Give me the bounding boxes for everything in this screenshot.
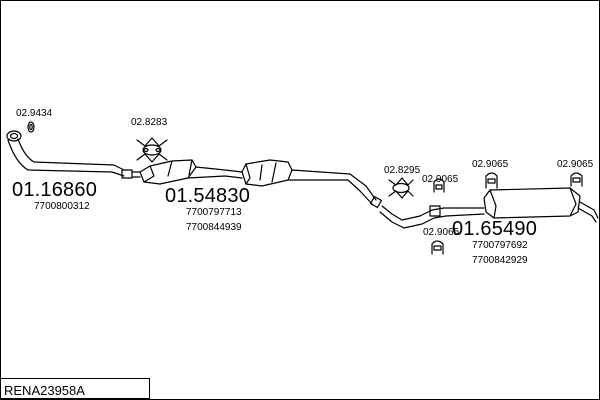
kit-code-box: RENA23958A bbox=[0, 378, 150, 399]
kit-code: RENA23958A bbox=[4, 383, 85, 398]
part-number: 01.54830 bbox=[165, 185, 251, 207]
rubber-hanger-icon[interactable] bbox=[485, 172, 498, 189]
fitting-label: 02.9065 bbox=[472, 159, 509, 170]
rear-silencer[interactable] bbox=[379, 187, 599, 229]
rubber-hanger-icon[interactable] bbox=[570, 172, 583, 187]
catalytic-converter[interactable] bbox=[139, 159, 243, 185]
clamp-icon[interactable] bbox=[27, 121, 35, 133]
oem-reference: 7700797713 bbox=[186, 207, 242, 218]
fitting-label: 02.9065 bbox=[422, 174, 459, 185]
fitting-label: 02.8295 bbox=[384, 165, 421, 176]
middle-silencer[interactable] bbox=[241, 159, 383, 209]
rubber-hanger-icon[interactable] bbox=[431, 240, 444, 255]
fitting-label: 02.9065 bbox=[557, 159, 594, 170]
oem-reference: 7700842929 bbox=[472, 255, 528, 266]
rubber-hanger-icon[interactable] bbox=[433, 178, 445, 193]
gasket-icon[interactable] bbox=[388, 177, 414, 199]
fitting-label: 02.9434 bbox=[16, 108, 53, 119]
oem-reference: 7700797692 bbox=[472, 240, 528, 251]
part-number: 01.16860 bbox=[12, 179, 98, 201]
part-number: 01.65490 bbox=[452, 218, 538, 240]
front-pipe[interactable] bbox=[6, 130, 141, 179]
oem-reference: 7700800312 bbox=[34, 201, 90, 212]
gasket-icon[interactable] bbox=[136, 137, 168, 163]
fitting-label: 02.8283 bbox=[131, 117, 168, 128]
oem-reference: 7700844939 bbox=[186, 222, 242, 233]
fitting-label: 02.9065 bbox=[423, 227, 460, 238]
